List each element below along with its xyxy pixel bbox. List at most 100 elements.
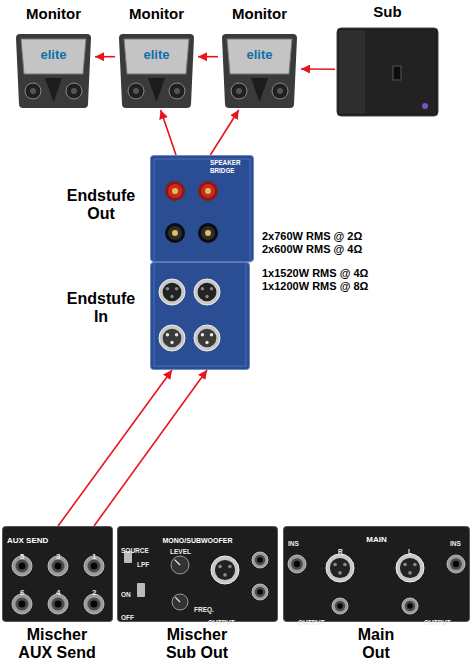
signal-cable <box>95 56 115 58</box>
text-slot: Endstufe In <box>58 290 144 326</box>
text-slot: 4 <box>56 581 60 599</box>
device-heading: Monitor <box>26 5 81 23</box>
jack-number: 3 <box>56 552 60 562</box>
connector-label: L <box>408 548 412 556</box>
signal-cable <box>94 370 207 526</box>
panel-title: MONO/SUBWOOFER <box>163 536 233 545</box>
text-slot: Monitor <box>2 5 105 23</box>
xlr-pin <box>228 565 232 569</box>
text-slot: Endstufe Out <box>58 187 144 223</box>
monitor-socket-core <box>133 88 139 94</box>
device-heading: Monitor <box>129 5 184 23</box>
monitor-socket-core <box>71 88 77 94</box>
binding-post <box>165 223 185 243</box>
floor-monitor-drawing <box>12 28 95 110</box>
amplifier-output-panel: Endstufe OutSPEAKER BRIDGE <box>150 155 254 262</box>
jack-ring <box>447 555 465 573</box>
brand-logo: elite <box>40 47 66 63</box>
monitor-socket-core <box>174 88 180 94</box>
xlr-shell <box>159 279 185 305</box>
sub-handle <box>393 66 401 80</box>
control-label: OFF <box>121 614 134 622</box>
jack-number: 1 <box>92 552 96 562</box>
floor-monitor: Monitorelite <box>218 28 301 110</box>
monitor-socket-core <box>30 88 36 94</box>
binding-post-tip <box>205 188 211 194</box>
binding-post-tip <box>172 230 178 236</box>
xlr-shell <box>396 554 424 582</box>
signal-cable <box>210 110 238 155</box>
text-slot: LPF <box>137 553 149 571</box>
monitor-notch <box>251 78 268 102</box>
text-slot: 6 <box>20 581 24 599</box>
jack-body <box>52 598 65 611</box>
panel-marking: SPEAKER BRIDGE <box>210 159 248 175</box>
xlr-shell <box>159 325 185 351</box>
sub-front <box>365 30 436 114</box>
xlr-insert <box>198 329 217 348</box>
device-caption: Mischer Sub Out <box>152 626 242 662</box>
jack-hole <box>19 563 26 570</box>
xlr-pin <box>175 287 178 290</box>
panel-plate <box>151 263 250 370</box>
sub-side <box>339 30 365 114</box>
signal-cable <box>58 370 172 526</box>
amplifier-input-panel-drawing <box>150 262 250 370</box>
xlr-pin <box>201 287 204 290</box>
panel-frame <box>154 262 246 366</box>
text-slot: R <box>338 540 343 558</box>
mixer-main-panel: Main OutMAIN <box>283 526 470 622</box>
rotary-knob <box>171 556 189 574</box>
power-spec: 2x600W RMS @ 4Ω <box>262 243 362 256</box>
text-slot: SPEAKER BRIDGE <box>210 159 248 177</box>
xlr-pin <box>333 563 337 567</box>
floor-monitor-drawing <box>218 28 301 110</box>
panel-plate <box>151 156 254 262</box>
panel-title: MAIN <box>366 535 386 545</box>
sub-logo <box>422 103 428 109</box>
text-slot: ON <box>121 583 131 601</box>
binding-post-tip <box>205 230 211 236</box>
control-label: SOURCE <box>121 547 149 555</box>
power-spec: 1x1200W RMS @ 8Ω <box>262 280 368 293</box>
monitor-body <box>16 34 91 108</box>
xlr-shell <box>211 556 239 584</box>
jack-number: 5 <box>20 552 24 562</box>
text-slot: Sub <box>335 3 440 21</box>
device-heading: Sub <box>373 3 401 21</box>
monitor-socket <box>25 83 41 99</box>
text-slot: FREQ. <box>194 598 214 616</box>
text-slot: Main Out <box>346 626 406 662</box>
signal-cable <box>301 68 335 70</box>
jack-body <box>405 601 415 611</box>
binding-post <box>165 181 185 201</box>
toggle-switch <box>137 583 145 597</box>
text-slot: Mischer Sub Out <box>152 626 242 662</box>
xlr-pin <box>210 287 213 290</box>
jack-body <box>335 601 345 611</box>
panel-title: AUX SEND <box>7 536 48 546</box>
connector-label: OUTPUT <box>208 619 235 627</box>
jack-body <box>255 587 265 597</box>
text-slot: OUTPUT <box>298 611 325 629</box>
subwoofer-drawing <box>335 26 440 118</box>
xlr-pin <box>166 333 169 336</box>
amplifier-output-panel-drawing <box>150 155 254 262</box>
jack-hole <box>294 561 300 567</box>
jack-hole <box>91 601 98 608</box>
jack-hole <box>337 603 343 609</box>
xlr-insert <box>330 558 350 578</box>
connector-label: INS <box>288 540 299 548</box>
connector-label: OUTPUT <box>424 619 451 627</box>
text-slot: Monitor <box>105 5 208 23</box>
text-slot: SOURCE <box>121 539 149 557</box>
device-caption: Mischer AUX Send <box>12 626 102 662</box>
xlr-pin <box>408 571 412 575</box>
brand-logo: elite <box>143 47 169 63</box>
amplifier-input-panel: Endstufe In <box>150 262 250 370</box>
xlr-pin <box>175 333 178 336</box>
signal-cable <box>198 56 218 58</box>
xlr-insert <box>163 283 182 302</box>
jack-hole <box>257 557 263 563</box>
